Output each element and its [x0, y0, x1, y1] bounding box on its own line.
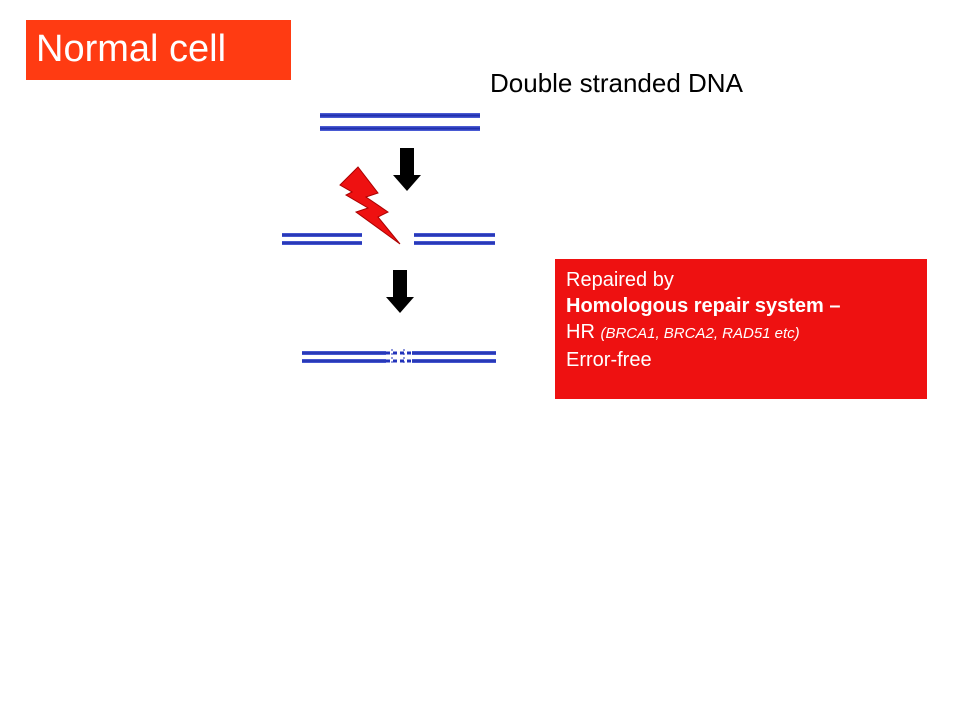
repaired-dna-right-bottom	[412, 359, 496, 363]
broken-dna-right-bottom	[414, 241, 495, 245]
broken-dna-right-top	[414, 233, 495, 237]
repair-info-box: Repaired by Homologous repair system – H…	[555, 259, 927, 399]
broken-dna-left-bottom	[282, 241, 362, 245]
title-box: Normal cell	[26, 20, 291, 80]
dna-label: Double stranded DNA	[490, 68, 743, 98]
repair-hr-detail: (BRCA1, BRCA2, RAD51 etc)	[600, 325, 800, 342]
down-arrow-icon	[386, 270, 414, 313]
repair-line-3: HR (BRCA1, BRCA2, RAD51 etc)	[566, 319, 927, 347]
repaired-dna-left-bottom	[302, 359, 386, 363]
dna-strand-top	[320, 113, 480, 118]
broken-dna-left-top	[282, 233, 362, 237]
repaired-dna-right-top	[412, 351, 496, 355]
dna-strand-bottom	[320, 126, 480, 131]
repair-line-1: Repaired by	[566, 269, 674, 291]
intact-dna	[320, 113, 480, 131]
repair-hr-label: HR	[566, 321, 601, 343]
broken-dna	[282, 233, 495, 245]
repair-line-2: Homologous repair system –	[566, 295, 841, 317]
repair-line-4: Error-free	[566, 349, 652, 371]
repaired-dna-left-top	[302, 351, 386, 355]
down-arrow-icon	[393, 148, 421, 191]
lightning-bolt-icon	[339, 166, 401, 245]
repaired-dna	[302, 349, 496, 365]
title: Normal cell	[36, 28, 227, 70]
